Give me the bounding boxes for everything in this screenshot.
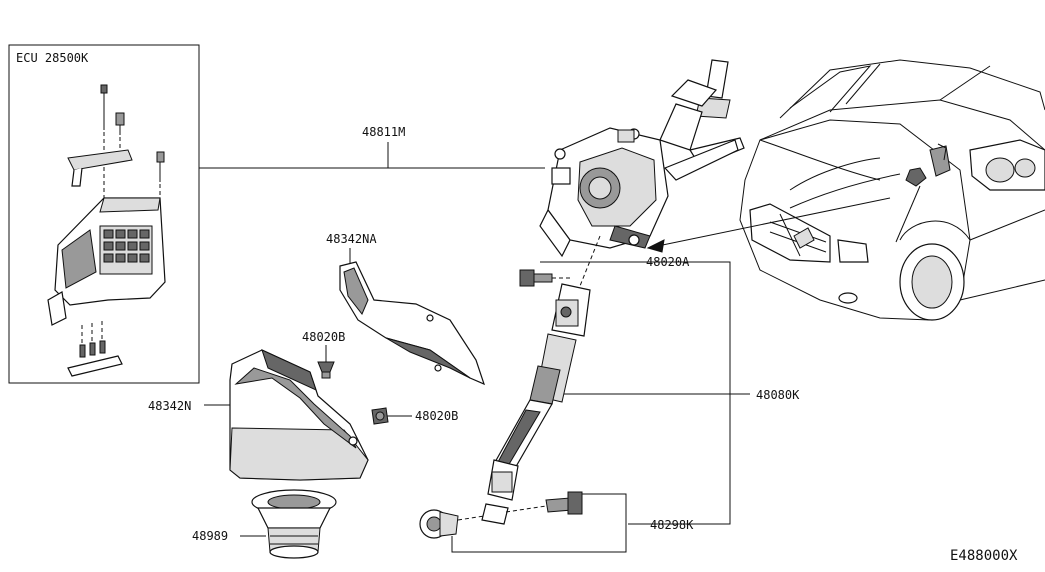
joint-assy-bolt — [505, 491, 583, 515]
ecu-fuses — [67, 321, 123, 377]
ecu-inset-frame — [8, 44, 200, 384]
diagram-id: E488000X — [950, 548, 1018, 564]
column-cover-lower — [229, 349, 369, 481]
callout-label-column-cover-lower: 48342N — [148, 399, 191, 413]
callout-label-lower-joint: 48080K — [756, 388, 800, 402]
ecu-unit — [47, 197, 166, 326]
callout-48989: 48989 — [192, 529, 266, 543]
callout-label-steering-column: 48811M — [362, 125, 405, 139]
callout-48020a: 48020A — [540, 255, 731, 525]
steering-column-assembly — [539, 59, 745, 287]
callout-48342na: 48342NA — [326, 232, 377, 266]
boot — [251, 489, 337, 559]
ecu-label: ECU 28500K — [16, 51, 89, 65]
ecu-inset: ECU 28500K — [8, 44, 200, 384]
callout-label-clip-lower: 48020B — [415, 409, 458, 423]
clip-lower — [371, 407, 389, 425]
lower-joint-shaft — [481, 283, 591, 525]
callout-label-clip-upper: 48020B — [302, 330, 345, 344]
vehicle-illustration — [646, 59, 1045, 321]
callout-48298k: 48298K — [451, 493, 694, 553]
callout-48080k: 48080K — [556, 388, 800, 402]
pointer-arrow-line — [647, 197, 891, 249]
callout-48342n: 48342N — [148, 399, 230, 413]
callout-48811m: 48811M — [199, 125, 545, 169]
callout-label-column-cover-upper: 48342NA — [326, 232, 377, 246]
joint-bolt — [519, 269, 570, 287]
joint-assy-nut — [419, 509, 485, 539]
callout-label-joint-assy: 48298K — [650, 518, 694, 532]
ecu-bracket-tab — [71, 167, 83, 187]
callout-48020b-lower: 48020B — [386, 409, 458, 423]
column-cover-upper — [339, 261, 485, 386]
clip-upper — [317, 361, 335, 379]
callout-label-boot: 48989 — [192, 529, 228, 543]
callout-48020b-upper: 48020B — [302, 330, 345, 362]
ecu-bracket — [67, 149, 133, 171]
pointer-arrow-head — [646, 239, 665, 253]
